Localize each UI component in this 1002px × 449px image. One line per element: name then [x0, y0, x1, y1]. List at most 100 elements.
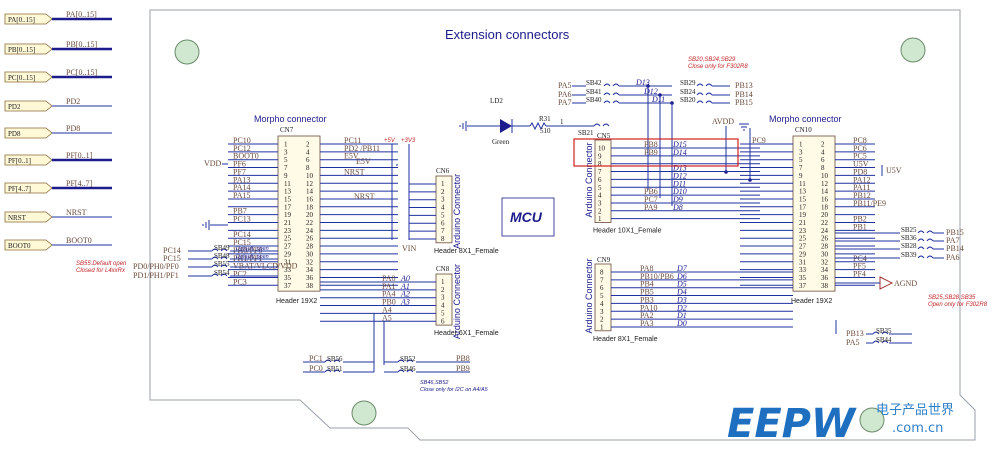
pin-number: 18 [306, 203, 314, 211]
pin-number: 35 [284, 274, 292, 282]
pin-number: 25 [284, 235, 292, 243]
resistor-ref: R31 [539, 115, 551, 123]
resistor-pin: 1 [560, 118, 564, 126]
pin-number: 5 [598, 184, 602, 192]
pin-number: 34 [821, 266, 829, 274]
net-label: PB6 [644, 187, 658, 196]
port-pc-0-15-: PC[0..15]PC[0..15] [4, 68, 112, 83]
pin-number: 25 [799, 235, 807, 243]
solder-bridge-ref: SB21 [578, 129, 594, 137]
pin-number: 29 [799, 250, 807, 258]
pin-number: 10 [598, 145, 606, 153]
top-note: Close only for F302R8 [688, 64, 748, 70]
pin-number: 3 [441, 196, 445, 204]
net-label: PC6 [853, 144, 867, 153]
pin-number: 5 [600, 292, 604, 300]
pin-number: 14 [306, 188, 314, 196]
pin-number: 18 [821, 203, 829, 211]
net-label: PB12 [853, 191, 871, 200]
solder-bridge-icon [324, 369, 341, 373]
net-label: PC7 [644, 195, 658, 204]
port-flag [4, 71, 53, 83]
pin-number: 4 [441, 302, 445, 310]
arduino-alias: D11 [672, 179, 686, 188]
e5v-label: E5V [356, 157, 371, 166]
arduino-alias: D10 [672, 187, 687, 196]
pin-number: 27 [799, 243, 807, 251]
net-label: PF7 [233, 167, 246, 176]
pin-number: 1 [600, 323, 604, 331]
solder-bridge-icon [211, 248, 228, 252]
connector-ref: CN7 [280, 126, 294, 134]
board-outline [149, 9, 976, 441]
net-label: PC15 [163, 254, 181, 263]
bottom-note: SB46,SB52 [420, 380, 448, 386]
diagram-title: Extension connectors [445, 27, 570, 42]
pin-number: 19 [799, 211, 807, 219]
net-label: PA6 [946, 253, 960, 262]
pin-number: 1 [441, 278, 445, 286]
arduino-alias: A0 [400, 274, 410, 283]
pin-number: 6 [441, 219, 445, 227]
solder-bridge-icon [603, 83, 620, 87]
connector-footer: Header 8X1_Female [593, 336, 658, 343]
pin-number: 4 [598, 192, 602, 200]
solder-bridge-ref: SB44 [876, 336, 892, 344]
net-label: PC13 [233, 215, 251, 224]
connector-footer: Header 10X1_Female [593, 228, 662, 235]
net-label: PB13 [735, 81, 753, 90]
net-label: PB2 [853, 215, 867, 224]
pin-number: 5 [284, 156, 288, 164]
solder-bridge-ref: SB41 [586, 88, 602, 96]
solder-bridge-icon [696, 83, 713, 87]
left-note: Closed for L4xxRx [76, 268, 126, 274]
pin-number: 16 [306, 195, 314, 203]
solder-bridge-icon [211, 273, 228, 277]
pin-number: 30 [306, 250, 314, 258]
port-flag-label: BOOT0 [8, 242, 31, 250]
pin-number: 10 [821, 172, 829, 180]
port-flag-label: NRST [8, 214, 27, 222]
vdd-label: VDD [204, 159, 222, 168]
pin-number: 3 [441, 294, 445, 302]
solder-bridge-ref: SB36 [901, 234, 917, 242]
arduino-alias: A1 [400, 282, 410, 291]
pin-number: 2 [306, 141, 310, 149]
pin-number: 8 [441, 235, 445, 243]
pin-number: 5 [799, 156, 803, 164]
arduino-alias: D11 [651, 95, 665, 104]
arduino-alias: A3 [400, 298, 410, 307]
pin-number: 36 [306, 274, 314, 282]
pin-number: 8 [821, 164, 825, 172]
pin-number: 14 [821, 188, 829, 196]
ground-icon [459, 121, 467, 131]
solder-bridge-ref: SB28 [901, 242, 917, 250]
right-note: SB25,SB28,SB35 [928, 295, 976, 301]
pin-number: 7 [598, 168, 602, 176]
net-label: PC3 [233, 277, 247, 286]
net-label: PB4 [640, 280, 654, 289]
pin-number: 7 [284, 164, 288, 172]
arduino-alias: D8 [672, 203, 683, 212]
arduino-alias: D6 [676, 272, 687, 281]
nrst-label: NRST [354, 192, 375, 201]
connector-ref: CN5 [597, 132, 611, 140]
pin-number: 6 [441, 317, 445, 325]
pin-number: 24 [821, 227, 829, 235]
solder-bridge-icon [696, 100, 713, 104]
pin-number: 5 [441, 211, 445, 219]
net-label: PA13 [233, 175, 251, 184]
vin-label: VIN [402, 244, 416, 253]
pin-number: 10 [306, 172, 314, 180]
pin-number: 2 [598, 207, 602, 215]
port-flag-label: PA[0..15] [8, 16, 35, 24]
solder-bridge-ref: SB40 [586, 96, 602, 104]
connector-body [594, 263, 612, 332]
solder-bridge-ref: SB46 [400, 365, 416, 373]
pin-number: 6 [600, 284, 604, 292]
